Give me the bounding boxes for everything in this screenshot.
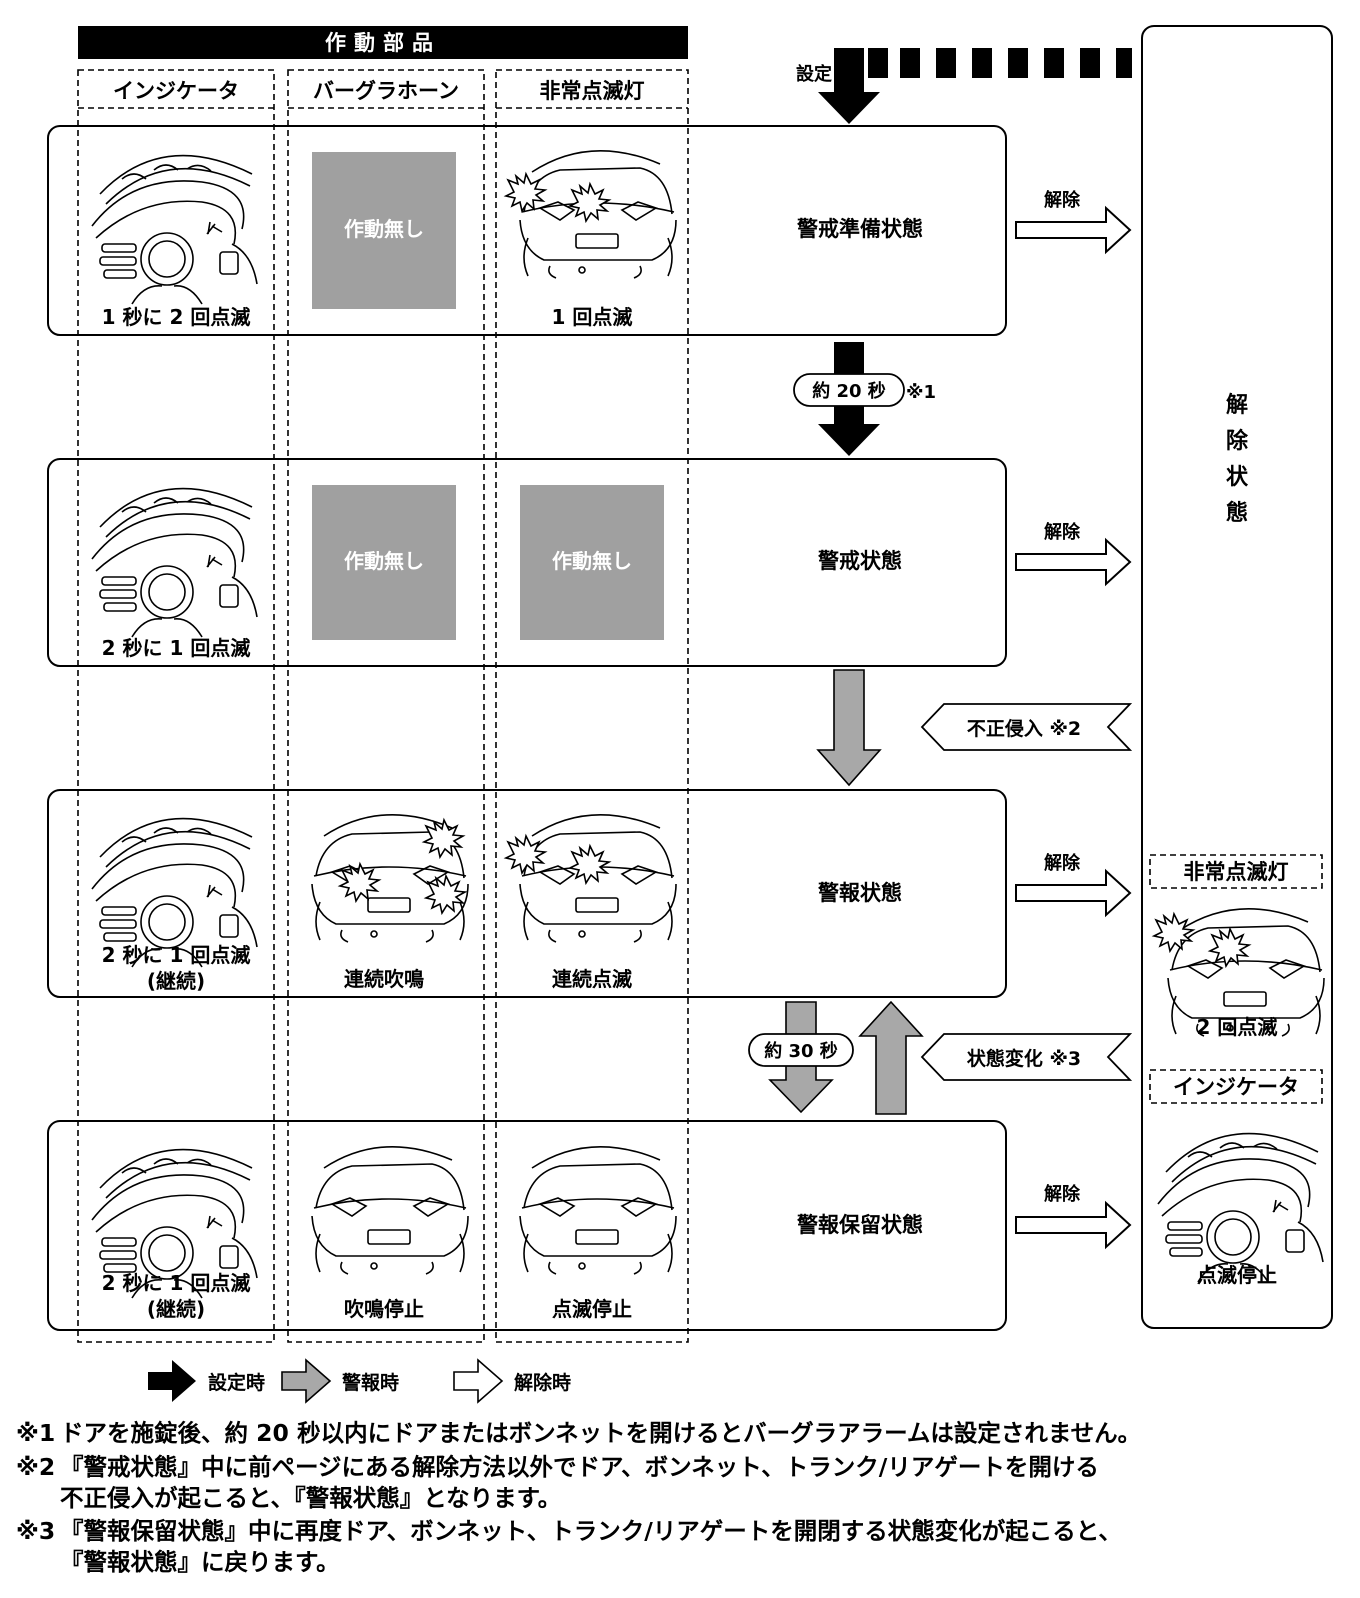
transition-30s-label: 約 30 秒 (764, 1040, 838, 1062)
release-arrow-3 (1015, 868, 1132, 918)
release-arrow-4 (1015, 1200, 1132, 1250)
svg-text:解: 解 (1226, 392, 1248, 418)
transition-20s-note: ※1 (906, 382, 936, 403)
legend-release: 解除時 (514, 1371, 571, 1394)
state3-name: 警報状態 (817, 881, 902, 905)
column-header-indicator: インジケータ (113, 79, 239, 103)
state-change-label: 状態変化 ※3 (967, 1047, 1081, 1070)
release-state-panel (1141, 25, 1333, 1329)
state4-horn: 吹鳴停止 (344, 1297, 424, 1321)
footnote-2-mark: ※2 (16, 1453, 56, 1481)
horn-inactive-text-1: 作動無し (344, 217, 424, 241)
legend-alarm: 警報時 (342, 1371, 399, 1394)
horn-inactive-text-2: 作動無し (344, 549, 424, 573)
legend-alarm-arrow (281, 1358, 332, 1404)
column-header-hazard: 非常点滅灯 (540, 79, 645, 103)
state2-indicator: 2 秒に 1 回点滅 (102, 636, 251, 660)
state-change-arrow (858, 1000, 924, 1115)
state-box-1 (47, 125, 1007, 336)
state3-indicator-2: (継続) (147, 969, 205, 993)
release-arrow-2 (1015, 537, 1132, 587)
release-indicator-title: インジケータ (1173, 1075, 1299, 1099)
legend-release-arrow (453, 1358, 504, 1404)
state4-indicator: 2 秒に 1 回点滅 (102, 1271, 251, 1295)
setting-dash-arrow (868, 48, 1132, 78)
state-box-2 (47, 458, 1007, 667)
legend-setting: 設定時 (208, 1371, 265, 1394)
state1-indicator: 1 秒に 2 回点滅 (102, 305, 251, 329)
release-label-2: 解除 (1044, 521, 1081, 543)
state1-name: 警戒準備状態 (796, 217, 923, 241)
release-label-1: 解除 (1044, 189, 1081, 211)
state3-indicator: 2 秒に 1 回点滅 (102, 943, 251, 967)
footnote-3-line-1: 『警報保留状態』中に再度ドア、ボンネット、トランク/リアゲートを開閉する状態変化… (60, 1517, 1122, 1545)
state-box-3 (47, 789, 1007, 998)
release-arrow-1 (1015, 205, 1132, 255)
hazard-inactive-text-2: 作動無し (552, 549, 632, 573)
release-hazard-title: 非常点滅灯 (1184, 860, 1289, 884)
column-indicator (77, 69, 275, 1343)
release-hazard-caption: 2 回点滅 (1197, 1015, 1278, 1039)
column-horn (287, 69, 485, 1343)
svg-text:態: 態 (1226, 500, 1248, 526)
footnote-2: ※2『警戒状態』中に前ページにある解除方法以外でドア、ボンネット、トランク/リア… (16, 1452, 1099, 1514)
intrusion-label: 不正侵入 ※2 (967, 717, 1081, 740)
state4-indicator-2: (継続) (147, 1297, 205, 1321)
state2-name: 警戒状態 (817, 549, 902, 573)
hazard-inactive-2 (520, 485, 664, 640)
indicator-wheel-1 (91, 154, 258, 305)
footnote-1-line-1: ドアを施錠後、約 20 秒以内にドアまたはボンネットを開けるとバーグラアラームは… (60, 1419, 1142, 1447)
state-box-4 (47, 1120, 1007, 1331)
svg-text:除: 除 (1226, 428, 1249, 454)
footnote-1-mark: ※1 (16, 1419, 56, 1447)
footnote-2-line-2: 不正侵入が起こると、『警報状態』となります。 (60, 1484, 562, 1512)
footnote-2-line-1: 『警戒状態』中に前ページにある解除方法以外でドア、ボンネット、トランク/リアゲー… (60, 1453, 1099, 1481)
state4-hazard: 点滅停止 (552, 1297, 632, 1321)
footnote-3-line-2: 『警報状態』に戻ります。 (60, 1548, 340, 1576)
release-label-4: 解除 (1044, 1183, 1081, 1205)
legend-setting-arrow (148, 1360, 196, 1402)
state1-hazard: 1 回点滅 (552, 305, 633, 329)
column-hazard (495, 69, 689, 1343)
horn-inactive-1 (312, 152, 456, 309)
state3-horn: 連続吹鳴 (344, 967, 424, 991)
release-label-3: 解除 (1044, 852, 1081, 874)
intrusion-tag (920, 703, 1133, 751)
header-title: 作動部品 (325, 31, 441, 55)
state-change-tag (920, 1033, 1133, 1081)
footnote-3: ※3『警報保留状態』中に再度ドア、ボンネット、トランク/リアゲートを開閉する状態… (16, 1516, 1122, 1578)
hazard-car-4 (519, 1145, 677, 1275)
svg-text:状: 状 (1226, 465, 1249, 490)
horn-inactive-2 (312, 485, 456, 640)
release-indicator-caption: 点滅停止 (1197, 1263, 1277, 1287)
transition-20s-label: 約 20 秒 (812, 380, 886, 402)
setting-label: 設定 (796, 63, 832, 85)
release-indicator-wheel (1157, 1132, 1324, 1283)
column-header-horn: バーグラホーン (313, 79, 459, 103)
state4-name: 警報保留状態 (796, 1213, 923, 1237)
footnote-3-mark: ※3 (16, 1517, 56, 1545)
release-state-label: 解 除 状 態 (1226, 392, 1249, 526)
setting-arrow (818, 48, 880, 124)
indicator-wheel-2 (91, 487, 258, 638)
intrusion-arrow (816, 669, 882, 787)
state3-hazard: 連続点滅 (552, 967, 632, 991)
horn-car-4 (311, 1145, 469, 1275)
